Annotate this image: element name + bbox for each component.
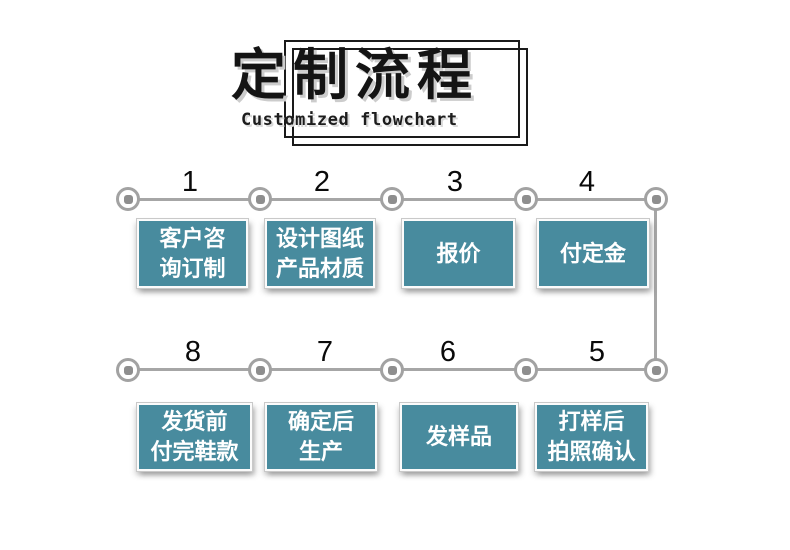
node-dot-icon (387, 194, 397, 204)
step-box-3: 报价 (401, 218, 516, 289)
title-frame-inner (292, 48, 528, 146)
node-dot-icon (255, 365, 265, 375)
node-dot-icon (123, 194, 133, 204)
connector-node (116, 187, 140, 211)
node-dot-icon (123, 365, 133, 375)
connector-node (514, 187, 538, 211)
connector-node (116, 358, 140, 382)
step-box-5: 打样后 拍照确认 (534, 402, 649, 472)
node-dot-icon (387, 365, 397, 375)
step-box-7: 确定后 生产 (264, 402, 378, 472)
connector-node (380, 187, 404, 211)
step-number-6: 6 (439, 336, 457, 368)
step-number-8: 8 (184, 336, 202, 368)
step-number-7: 7 (316, 336, 334, 368)
node-dot-icon (651, 194, 661, 204)
connector-node (248, 358, 272, 382)
step-box-2: 设计图纸 产品材质 (264, 218, 376, 289)
connector-node (380, 358, 404, 382)
page-title: 定制流程 (231, 44, 480, 106)
step-number-4: 4 (578, 166, 596, 198)
node-dot-icon (521, 194, 531, 204)
connector-node (644, 358, 668, 382)
step-box-8: 发货前 付完鞋款 (136, 402, 253, 472)
connector-node (248, 187, 272, 211)
page-subtitle: Customized flowchart (241, 110, 458, 130)
step-box-4: 付定金 (536, 218, 650, 289)
step-number-3: 3 (446, 166, 464, 198)
title-frame-outer (284, 40, 520, 138)
step-number-1: 1 (181, 166, 199, 198)
connector-node (514, 358, 538, 382)
connector-node (644, 187, 668, 211)
step-number-2: 2 (313, 166, 331, 198)
step-box-1: 客户咨 询订制 (136, 218, 249, 289)
node-dot-icon (521, 365, 531, 375)
node-dot-icon (255, 194, 265, 204)
step-number-5: 5 (588, 336, 606, 368)
connector-rail-right (654, 199, 657, 370)
node-dot-icon (651, 365, 661, 375)
step-box-6: 发样品 (399, 402, 519, 472)
